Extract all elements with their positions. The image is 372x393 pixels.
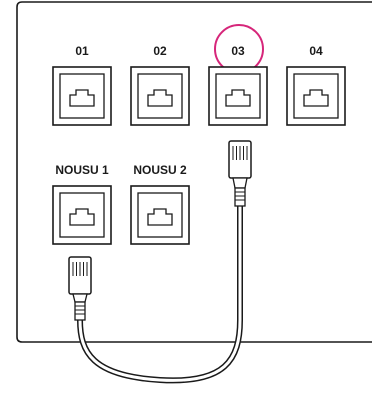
- port-label-nousu-1: NOUSU 1: [55, 163, 109, 177]
- port-04: [286, 66, 346, 126]
- patch-cable: [77, 203, 243, 384]
- port-01: [52, 66, 112, 126]
- rj45-socket-icon: [225, 89, 251, 107]
- port-label-01: 01: [75, 44, 89, 58]
- port-label-02: 02: [153, 44, 167, 58]
- rj45-socket-icon: [69, 208, 95, 226]
- rj45-socket-icon: [69, 89, 95, 107]
- rj45-socket-icon: [147, 208, 173, 226]
- port-nousu-1: [52, 185, 112, 245]
- rj45-plug-top: [228, 140, 252, 207]
- port-label-04: 04: [309, 44, 323, 58]
- rj45-plug-bottom: [68, 256, 92, 321]
- port-label-nousu-2: NOUSU 2: [133, 163, 187, 177]
- wall-panel: [16, 1, 372, 343]
- port-03: [208, 66, 268, 126]
- port-02: [130, 66, 190, 126]
- port-nousu-2: [130, 185, 190, 245]
- rj45-socket-icon: [303, 89, 329, 107]
- port-label-03: 03: [231, 44, 245, 58]
- rj45-socket-icon: [147, 89, 173, 107]
